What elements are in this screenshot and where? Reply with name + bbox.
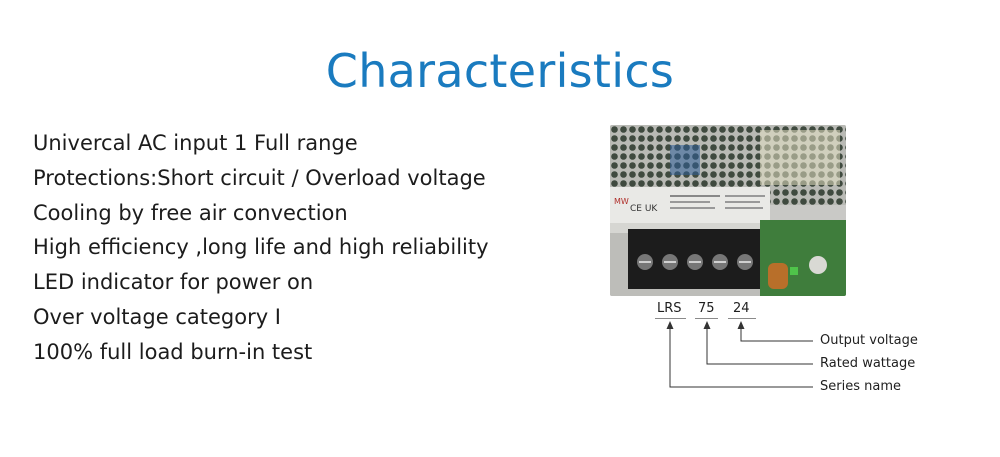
- series-arrowhead: [666, 321, 674, 329]
- feature-item: Over voltage category I: [33, 304, 282, 329]
- feature-item: LED indicator for power on: [33, 270, 314, 295]
- power-supply-illustration: MW CE UK: [610, 125, 846, 296]
- voltage-arrowhead: [737, 321, 745, 329]
- wattage-leader: [706, 324, 813, 365]
- voltage-leader: [740, 324, 813, 342]
- code-wattage-underline: [695, 318, 718, 319]
- series-leader: [669, 324, 813, 388]
- code-series: LRS: [657, 301, 682, 316]
- feature-item: Univercal AC input 1 Full range: [33, 131, 358, 155]
- wattage-arrowhead: [703, 321, 711, 329]
- feature-list: Univercal AC input 1 Full range Protecti…: [33, 126, 489, 370]
- feature-item: Protections:Short circuit / Overload vol…: [33, 165, 486, 190]
- legend-rated-wattage: Rated wattage: [820, 356, 916, 371]
- code-wattage: 75: [698, 301, 715, 316]
- legend-output-voltage: Output voltage: [820, 333, 918, 348]
- code-voltage-underline: [728, 318, 756, 319]
- feature-item: High efficiency ,long life and high reli…: [33, 235, 489, 260]
- code-voltage: 24: [733, 301, 750, 316]
- brand-logo: MW: [614, 197, 629, 206]
- feature-item: Cooling by free air convection: [33, 200, 348, 225]
- legend-series-name: Series name: [820, 379, 901, 394]
- power-supply-photo: MW CE UK: [610, 125, 846, 296]
- code-series-underline: [655, 318, 686, 319]
- feature-item: 100% full load burn-in test: [33, 339, 313, 364]
- cert-marks: CE UK: [630, 204, 658, 214]
- page-title: Characteristics: [325, 44, 675, 98]
